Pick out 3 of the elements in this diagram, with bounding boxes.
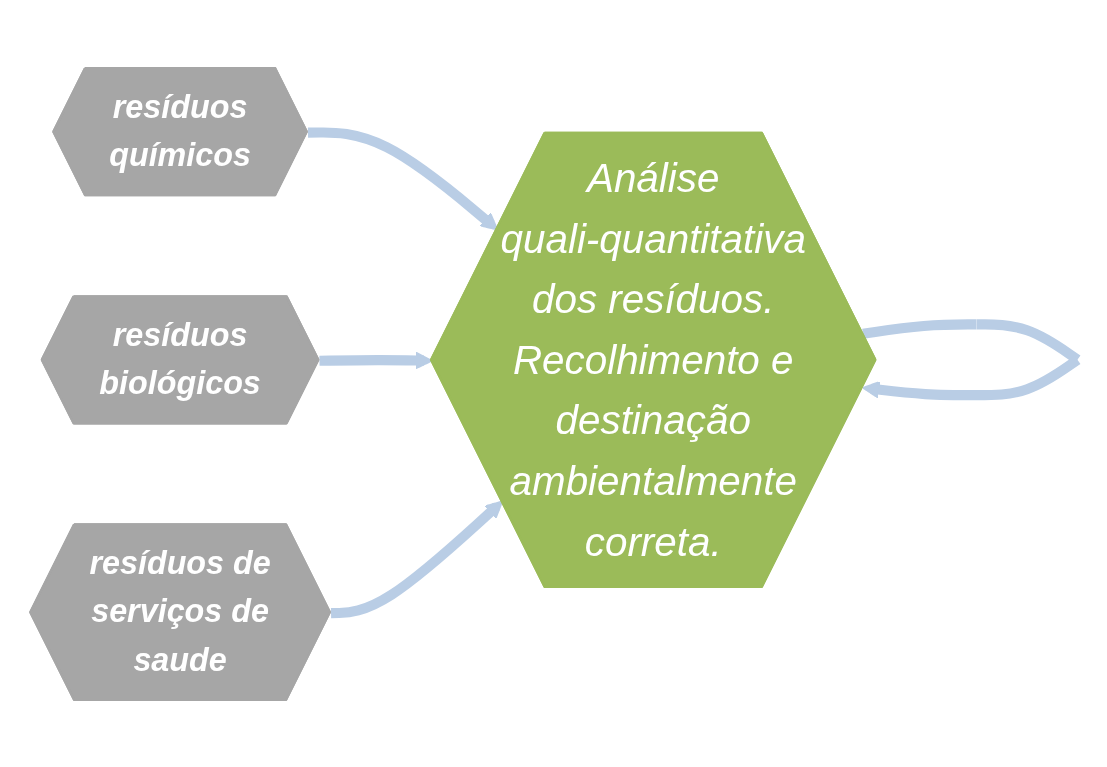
arrow — [307, 126, 498, 230]
arrow — [330, 500, 503, 618]
arrow — [318, 351, 433, 369]
